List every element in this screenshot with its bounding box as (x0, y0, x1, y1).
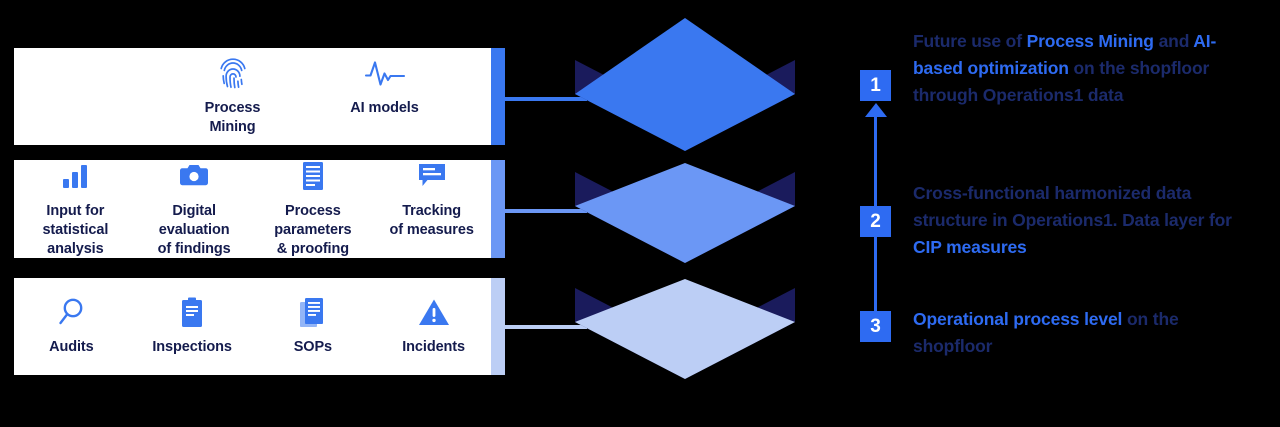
connector-line-layer-2 (505, 209, 587, 213)
legend-text-3-part-1: on the shopfloor (913, 309, 1179, 356)
legend-text-1: Future use of Process Mining and AI-base… (913, 28, 1253, 108)
card-operational-process: Audits Inspections (14, 278, 505, 375)
tile-label: Process parameters & proofing (274, 202, 352, 258)
card-process-intelligence: Process Mining AI models (14, 48, 505, 145)
layer-1-top (575, 18, 795, 151)
isometric-layer-stack (540, 0, 870, 427)
connector-line-layer-1 (505, 97, 587, 101)
tile-tracking-of-measures: Tracking of measures (380, 159, 483, 241)
tile-process-parameters: Process parameters & proofing (262, 159, 365, 260)
legend-text-1-part-0: Future use of (913, 31, 1027, 51)
tile-digital-evaluation: Digital evaluation of findings (143, 159, 246, 260)
progression-arrowhead-icon (864, 103, 887, 117)
legend-badge-3: 3 (860, 311, 891, 342)
tile-label: Audits (49, 339, 94, 356)
legend-text-1-part-2: and (1153, 31, 1194, 51)
tile-label: Incidents (402, 339, 465, 356)
tile-label: Digital evaluation of findings (157, 202, 231, 258)
legend-panel: 1 Future use of Process Mining and AI-ba… (855, 0, 1280, 427)
tile-label: AI models (350, 99, 419, 116)
tile-process-mining: Process Mining (185, 56, 281, 138)
tile-ai-models: AI models (337, 56, 433, 118)
legend-text-1-part-1: Process Mining (1026, 31, 1154, 51)
card-data-layer: Input for statistical analysis Digital e… (14, 160, 505, 258)
tile-input-statistical-analysis: Input for statistical analysis (24, 159, 127, 260)
bar-chart-icon (61, 159, 89, 193)
card-accent-bar (491, 160, 505, 258)
legend-text-2-part-1: CIP measures (913, 236, 1027, 257)
fingerprint-icon (218, 56, 248, 90)
tile-label: Process Mining (204, 99, 261, 135)
layer-2-middle (575, 163, 795, 263)
warning-triangle-icon (418, 295, 450, 329)
tile-label: Tracking of measures (389, 202, 474, 238)
legend-text-3: Operational process level on the shopflo… (913, 306, 1253, 360)
connector-line-layer-3 (505, 325, 587, 329)
legend-badge-2: 2 (860, 206, 891, 237)
progression-line-lower (874, 220, 877, 326)
progression-line-upper (874, 113, 877, 213)
camera-icon (179, 159, 209, 193)
legend-text-1-part-4: on the shopfloor through Operations1 dat… (913, 57, 1210, 105)
tile-label: Input for statistical analysis (42, 202, 109, 258)
tile-incidents: Incidents (384, 295, 483, 357)
magnifier-icon (57, 295, 85, 329)
card-accent-bar (491, 48, 505, 145)
speech-bubble-icon (417, 159, 447, 193)
legend-text-2: Cross-functional harmonized data structu… (913, 180, 1253, 260)
document-lines-icon (301, 159, 325, 193)
pulse-waveform-icon (364, 56, 406, 90)
clipboard-icon (180, 295, 204, 329)
legend-text-2-part-0: Cross-functional harmonized data structu… (913, 183, 1232, 230)
tile-sops: SOPs (264, 295, 363, 357)
layer-3-bottom (575, 279, 795, 379)
card-accent-bar (491, 278, 505, 375)
legend-badge-1: 1 (860, 70, 891, 101)
tile-label: Inspections (152, 339, 232, 356)
tile-inspections: Inspections (143, 295, 242, 357)
tile-audits: Audits (22, 295, 121, 357)
documents-stack-icon (299, 295, 326, 329)
legend-text-1-part-3: AI-based optimization (913, 31, 1217, 78)
tile-label: SOPs (293, 339, 333, 356)
legend-text-3-part-0: Operational process level (913, 309, 1123, 329)
